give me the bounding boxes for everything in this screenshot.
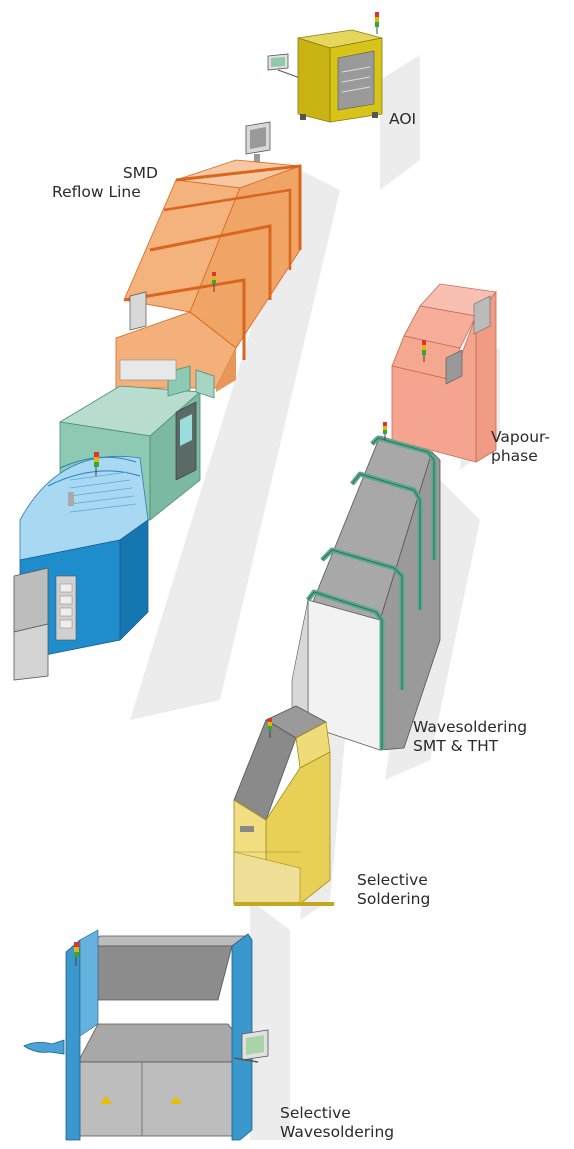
label-vapour-line2: phase bbox=[491, 447, 550, 466]
label-smd-reflow-line: SMD bbox=[118, 164, 158, 183]
label-selwave-line2: Wavesoldering bbox=[280, 1123, 394, 1142]
label-selective-wavesoldering: Selective Wavesoldering bbox=[280, 1104, 394, 1142]
label-vapour-phase: Vapour- phase bbox=[491, 428, 550, 466]
wavesoldering-machine bbox=[292, 422, 440, 750]
label-smd-line2: Reflow Line bbox=[52, 183, 141, 202]
label-aoi: AOI bbox=[389, 110, 416, 129]
label-vapour-line1: Vapour- bbox=[491, 428, 550, 447]
aoi-machine bbox=[268, 12, 382, 122]
label-selective-line1: Selective bbox=[357, 871, 430, 890]
vapour-phase-machine bbox=[392, 284, 496, 462]
label-selective-soldering: Selective Soldering bbox=[357, 871, 430, 909]
label-selective-line2: Soldering bbox=[357, 890, 430, 909]
placement-machine bbox=[14, 452, 148, 680]
label-wave-line1: Wavesoldering bbox=[413, 718, 527, 737]
label-wave-line2: SMT & THT bbox=[413, 737, 527, 756]
selective-soldering-machine bbox=[234, 706, 334, 906]
selective-wavesoldering-machine bbox=[24, 930, 268, 1140]
label-wavesoldering: Wavesoldering SMT & THT bbox=[413, 718, 527, 756]
label-selwave-line1: Selective bbox=[280, 1104, 394, 1123]
label-smd-reflow-line-2: Reflow Line bbox=[52, 183, 141, 202]
label-aoi-text: AOI bbox=[389, 110, 416, 129]
label-smd-line1: SMD bbox=[118, 164, 158, 183]
